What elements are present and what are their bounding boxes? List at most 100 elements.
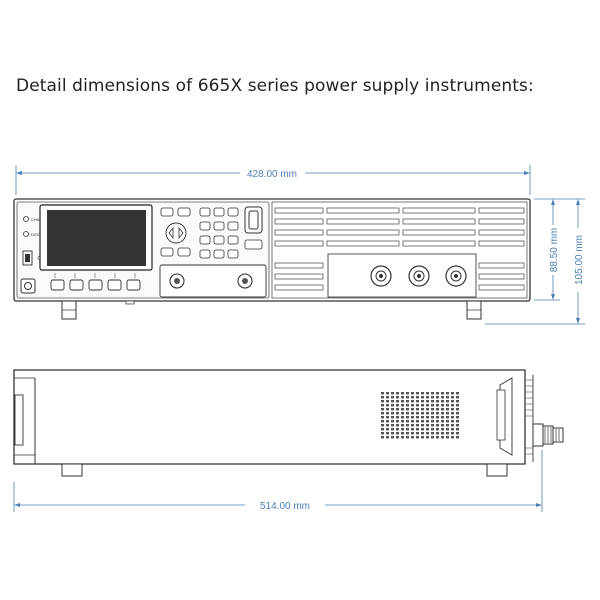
vent-hole <box>436 412 439 415</box>
vent-hole <box>411 420 414 423</box>
vent-hole <box>406 436 409 439</box>
key[interactable] <box>160 247 174 257</box>
vent-hole <box>406 424 409 427</box>
vent-hole <box>401 416 404 419</box>
vent-hole <box>401 420 404 423</box>
vent-hole <box>426 424 429 427</box>
key[interactable] <box>213 249 225 259</box>
vent-hole <box>381 432 384 435</box>
vent-hole <box>406 416 409 419</box>
vent-hole <box>456 392 459 395</box>
key[interactable] <box>160 207 174 217</box>
vent-hole <box>406 408 409 411</box>
vent-hole <box>451 404 454 407</box>
vent-hole <box>436 416 439 419</box>
vent-hole <box>421 432 424 435</box>
vent-hole <box>426 404 429 407</box>
vent-hole <box>421 392 424 395</box>
vent-hole <box>441 420 444 423</box>
vent-hole <box>446 404 449 407</box>
vent-hole <box>386 428 389 431</box>
softkey-3[interactable] <box>88 279 103 291</box>
vent-hole <box>406 400 409 403</box>
vent-hole <box>421 420 424 423</box>
vent-hole <box>431 392 434 395</box>
vent-hole <box>416 412 419 415</box>
vent-hole <box>391 392 394 395</box>
vent-hole <box>381 428 384 431</box>
binding-post-1[interactable] <box>370 265 392 287</box>
vent-hole <box>411 416 414 419</box>
key[interactable] <box>199 249 211 259</box>
vent-hole <box>426 428 429 431</box>
binding-post-3[interactable] <box>445 265 467 287</box>
vent-hole <box>431 428 434 431</box>
key[interactable] <box>244 239 263 250</box>
vent-hole <box>401 412 404 415</box>
vent-hole <box>416 420 419 423</box>
vent-hole <box>411 396 414 399</box>
binding-post-2[interactable] <box>408 265 430 287</box>
front-width-dimension: 428.00 mm <box>15 165 531 195</box>
key[interactable] <box>213 207 225 217</box>
vent-hole <box>436 392 439 395</box>
vent-hole <box>451 432 454 435</box>
softkey-1[interactable] <box>50 279 65 291</box>
vent-hole <box>396 424 399 427</box>
softkey-4[interactable] <box>107 279 122 291</box>
vent-hole <box>451 428 454 431</box>
vent-hole <box>431 408 434 411</box>
vent-hole <box>386 392 389 395</box>
diagram-title: Detail dimensions of 665X series power s… <box>16 76 534 96</box>
vent-hole <box>406 392 409 395</box>
key[interactable] <box>199 235 211 245</box>
key[interactable] <box>213 235 225 245</box>
vent-hole <box>446 424 449 427</box>
vent-hole <box>456 412 459 415</box>
vent-hole <box>411 392 414 395</box>
vent-hole <box>436 404 439 407</box>
side-foot-left <box>61 463 83 477</box>
vent-hole <box>451 420 454 423</box>
side-foot-right <box>486 463 508 477</box>
vent-hole <box>426 416 429 419</box>
key[interactable] <box>199 221 211 231</box>
vent-hole <box>441 436 444 439</box>
vent-hole <box>391 432 394 435</box>
vent-hole <box>396 416 399 419</box>
power-button[interactable] <box>20 278 36 294</box>
softkey-2[interactable] <box>69 279 84 291</box>
power-icon <box>24 282 32 290</box>
rotary-knob[interactable] <box>248 210 259 230</box>
vent-hole <box>431 412 434 415</box>
nav-wheel[interactable] <box>165 222 187 244</box>
vent-hole <box>456 428 459 431</box>
key[interactable] <box>213 221 225 231</box>
vent-hole <box>446 396 449 399</box>
vent-hole <box>391 436 394 439</box>
key[interactable] <box>227 235 239 245</box>
vent-hole <box>381 404 384 407</box>
softkeys <box>50 273 141 291</box>
vent-hole <box>381 408 384 411</box>
key[interactable] <box>177 207 191 217</box>
vent-hole <box>421 424 424 427</box>
vent-hole <box>456 436 459 439</box>
vent-hole <box>386 432 389 435</box>
key[interactable] <box>199 207 211 217</box>
vent-hole <box>436 396 439 399</box>
key[interactable] <box>177 247 191 257</box>
vent-hole <box>411 432 414 435</box>
softkey-5[interactable] <box>126 279 141 291</box>
side-length-label: 514.00 mm <box>260 501 310 512</box>
vent-hole <box>441 392 444 395</box>
vent-hole <box>381 420 384 423</box>
vent-hole <box>426 400 429 403</box>
key[interactable] <box>227 207 239 217</box>
rear-fins <box>525 379 533 455</box>
vent-hole <box>411 428 414 431</box>
vent-hole <box>391 428 394 431</box>
key[interactable] <box>227 249 239 259</box>
key[interactable] <box>227 221 239 231</box>
